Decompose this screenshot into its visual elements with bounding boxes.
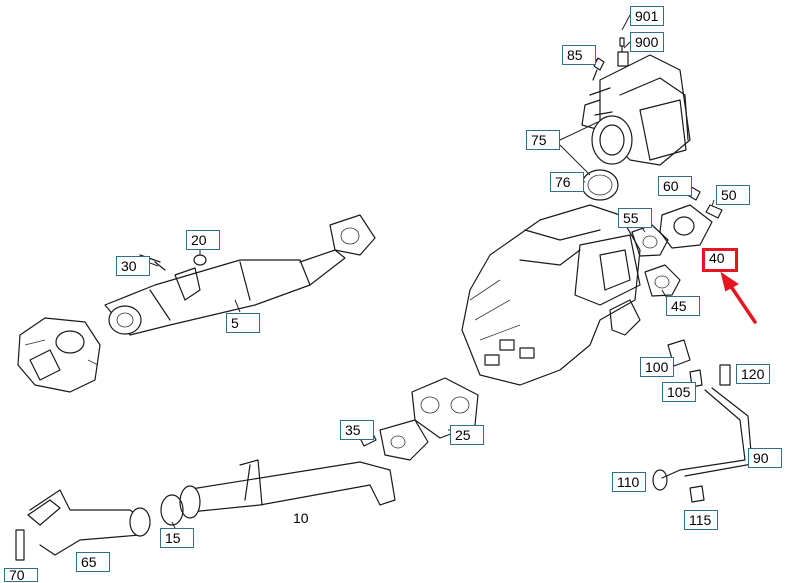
callout-70[interactable]: 70	[4, 568, 38, 582]
exhaust-pipe-10-drawing	[160, 419, 429, 526]
exhaust-pipe-65-drawing	[15, 489, 151, 561]
callout-20[interactable]: 20	[186, 230, 220, 250]
callout-65[interactable]: 65	[76, 552, 110, 572]
callout-75[interactable]: 75	[526, 130, 560, 150]
callout-76[interactable]: 76	[550, 172, 584, 192]
flange-40-drawing	[631, 184, 723, 297]
callout-15[interactable]: 15	[160, 528, 194, 548]
callout-50[interactable]: 50	[716, 185, 750, 205]
callout-100[interactable]: 100	[640, 357, 674, 377]
callout-55[interactable]: 55	[618, 208, 652, 228]
callout-900[interactable]: 900	[630, 32, 664, 52]
egr-actuator-drawing	[581, 37, 691, 166]
callout-40-highlighted[interactable]: 40	[702, 248, 738, 272]
callout-45[interactable]: 45	[666, 296, 700, 316]
callout-60[interactable]: 60	[658, 176, 692, 196]
callout-90[interactable]: 90	[748, 448, 782, 468]
callout-85[interactable]: 85	[562, 45, 596, 65]
exhaust-manifold-drawing	[17, 317, 101, 393]
callout-110[interactable]: 110	[612, 472, 646, 492]
coolant-pipe-90-drawing	[652, 339, 753, 503]
egr-housing-drawing	[461, 204, 641, 386]
callout-30[interactable]: 30	[116, 256, 150, 276]
callout-105[interactable]: 105	[662, 382, 696, 402]
callout-10: 10	[288, 508, 322, 528]
callout-115[interactable]: 115	[684, 510, 718, 530]
callout-901[interactable]: 901	[630, 6, 664, 26]
callout-35[interactable]: 35	[340, 420, 374, 440]
callout-5[interactable]: 5	[226, 313, 260, 333]
gasket-76-drawing	[581, 169, 619, 201]
catalytic-converter-drawing	[104, 214, 376, 336]
callout-25[interactable]: 25	[450, 425, 484, 445]
callout-120[interactable]: 120	[736, 364, 770, 384]
highlight-arrow	[720, 271, 757, 324]
